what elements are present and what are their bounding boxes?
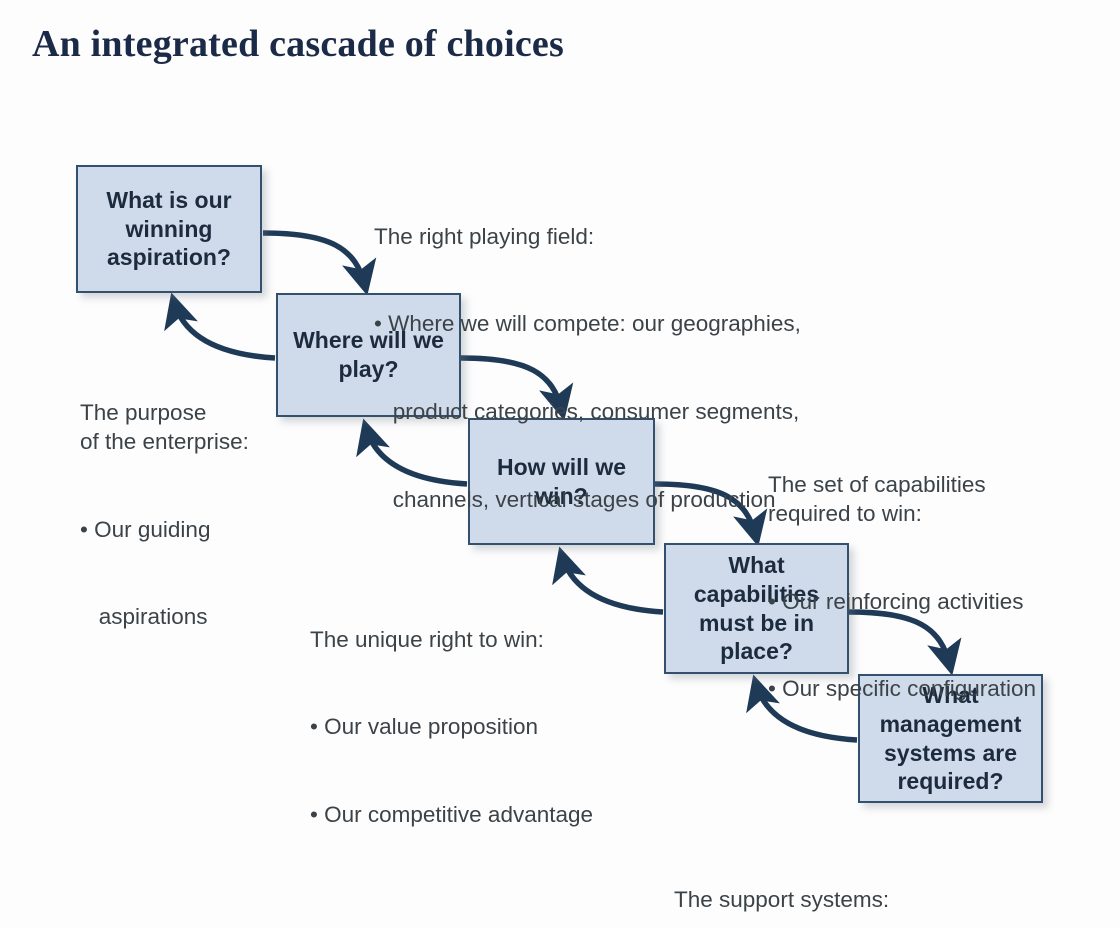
note-capabilities-line-1: • Our reinforcing activities — [768, 588, 1024, 614]
note-purpose-heading: The purpose of the enterprise: — [80, 399, 249, 454]
page-title: An integrated cascade of choices — [32, 23, 564, 65]
note-playing-field-line-2: product categories, consumer segments, — [374, 399, 800, 424]
note-purpose: The purpose of the enterprise: • Our gui… — [80, 339, 249, 690]
note-purpose-line-1: • Our guiding — [80, 516, 211, 542]
note-support-systems: The support systems: • Systems, structur… — [674, 826, 1041, 928]
note-playing-field: The right playing field: • Where we will… — [374, 163, 801, 573]
note-right-to-win-line-2: • Our competitive advantage — [310, 802, 594, 827]
note-purpose-line-2: aspirations — [80, 604, 208, 630]
note-playing-field-line-3: channels, vertical stages of production — [374, 486, 776, 512]
arrow-aspiration-to-play — [262, 230, 377, 296]
note-right-to-win-line-1: • Our value proposition — [310, 714, 538, 740]
node-winning-aspiration-label: What is our winning aspiration? — [106, 186, 232, 271]
node-where-to-play[interactable]: Where will we play? — [276, 293, 461, 417]
note-capabilities-heading: The set of capabilities required to win: — [768, 471, 986, 526]
note-playing-field-line-1: • Where we will compete: our geographies… — [374, 311, 801, 337]
node-capabilities[interactable]: What capabilities must be in place? — [664, 543, 849, 674]
note-playing-field-heading: The right playing field: — [374, 223, 595, 249]
note-capabilities: The set of capabilities required to win:… — [768, 411, 1036, 762]
node-capabilities-label: What capabilities must be in place? — [693, 551, 820, 665]
node-how-to-win[interactable]: How will we win? — [468, 418, 655, 545]
note-capabilities-line-2: • Our specific configuration — [768, 676, 1037, 702]
note-support-systems-heading: The support systems: — [674, 886, 890, 912]
node-winning-aspiration[interactable]: What is our winning aspiration? — [76, 165, 262, 293]
note-right-to-win: The unique right to win: • Our value pro… — [310, 566, 593, 888]
node-management-systems[interactable]: What management systems are required? — [858, 674, 1043, 803]
node-where-to-play-label: Where will we play? — [293, 327, 444, 382]
node-how-to-win-label: How will we win? — [496, 453, 627, 509]
note-right-to-win-heading: The unique right to win: — [310, 626, 544, 652]
node-management-systems-label: What management systems are required? — [879, 681, 1022, 795]
